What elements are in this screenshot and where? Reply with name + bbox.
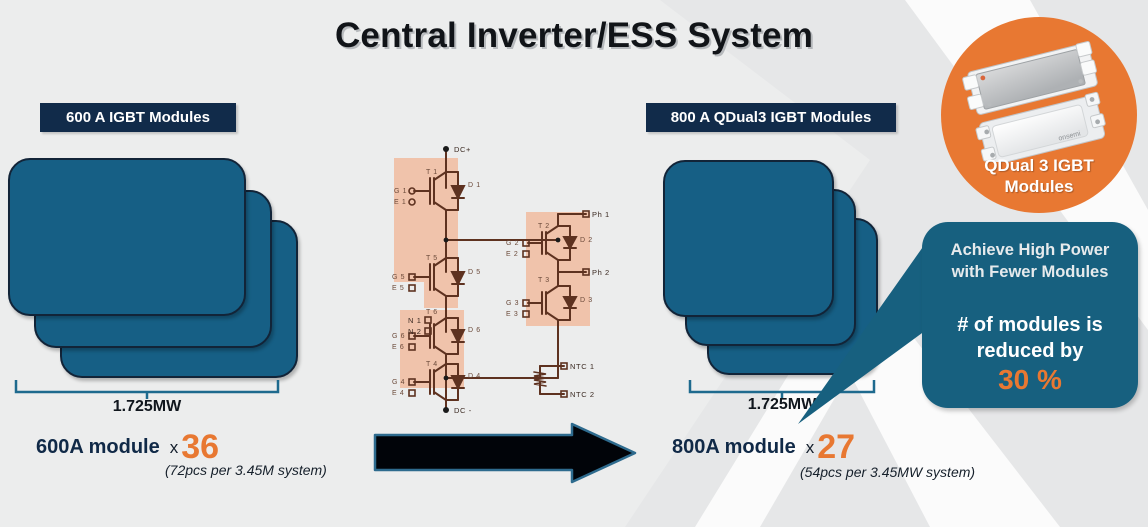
terminal-n1: N 1 <box>408 316 421 325</box>
callout-body: # of modules is reduced by <box>922 312 1138 364</box>
subnote-left: (72pcs per 3.45M system) <box>165 462 327 478</box>
transition-arrow <box>373 422 637 484</box>
svg-text:D 6: D 6 <box>468 327 481 334</box>
callout-body-line2: reduced by <box>976 340 1084 362</box>
svg-text:E 4: E 4 <box>392 390 404 397</box>
module-count-left: 600A module x36 <box>36 428 219 467</box>
svg-text:T 1: T 1 <box>426 169 438 176</box>
terminal-ph1: Ph 1 <box>592 210 610 219</box>
svg-text:G 5: G 5 <box>392 274 405 281</box>
badge-800a-qdual3-modules: 800 A QDual3 IGBT Modules <box>646 103 896 132</box>
svg-text:T 4: T 4 <box>426 361 438 368</box>
module-name-right: 800A module <box>672 436 796 458</box>
product-caption-line2: Modules <box>1004 177 1074 196</box>
svg-text:T 5: T 5 <box>426 255 438 262</box>
module-name-left: 600A module <box>36 436 160 458</box>
multiplier-symbol-right: x <box>805 437 815 457</box>
qdual3-module-photo: onsemi <box>962 41 1106 162</box>
dimension-label-left: 1.725MW <box>112 398 182 415</box>
terminal-dc-plus: DC+ <box>454 145 471 154</box>
product-caption-line1: QDual 3 IGBT <box>984 156 1094 175</box>
subnote-right: (54pcs per 3.45MW system) <box>800 464 976 480</box>
module-count-right: 800A module x27 <box>672 428 855 467</box>
svg-text:D 3: D 3 <box>580 297 593 304</box>
terminal-ntc1: NTC 1 <box>570 362 595 371</box>
svg-text:D 5: D 5 <box>468 269 481 276</box>
terminal-ntc2: NTC 2 <box>570 390 595 399</box>
svg-text:D 4: D 4 <box>468 373 481 380</box>
badge-600a-modules: 600 A IGBT Modules <box>40 103 236 132</box>
svg-text:G 2: G 2 <box>506 240 519 247</box>
svg-text:E 6: E 6 <box>392 344 404 351</box>
svg-text:T 6: T 6 <box>426 309 438 316</box>
svg-text:G 3: G 3 <box>506 300 519 307</box>
module-stack-600a <box>8 158 298 378</box>
svg-text:E 3: E 3 <box>506 311 518 318</box>
module-count-value-right: 27 <box>817 428 856 466</box>
multiplier-symbol-left: x <box>169 437 179 457</box>
callout-heading: Achieve High Power with Fewer Modules <box>922 239 1138 283</box>
svg-text:G 4: G 4 <box>392 379 405 386</box>
svg-text:T 2: T 2 <box>538 223 550 230</box>
module-count-value-left: 36 <box>181 428 220 466</box>
callout-heading-line2: with Fewer Modules <box>951 263 1109 281</box>
svg-text:D 1: D 1 <box>468 182 481 189</box>
callout-percent: 30 % <box>998 364 1062 395</box>
callout-heading-line1: Achieve High Power <box>950 241 1110 259</box>
svg-text:G 6: G 6 <box>392 333 405 340</box>
svg-text:E 2: E 2 <box>506 251 518 258</box>
svg-text:D 2: D 2 <box>580 237 593 244</box>
svg-text:E 5: E 5 <box>392 285 404 292</box>
dimension-bracket-left <box>14 380 280 399</box>
svg-text:G 1: G 1 <box>394 188 407 195</box>
terminal-ph2: Ph 2 <box>592 268 610 277</box>
product-circle-caption: QDual 3 IGBT Modules <box>941 155 1137 197</box>
terminal-n2: N 2 <box>408 327 421 336</box>
igbt-circuit-diagram: T 1 D 1 G 1 E 1 T 5 D 5 G 5 E 5 T 6 D 6 G 6 E … <box>392 145 610 415</box>
module-card <box>8 158 246 316</box>
svg-text:E 1: E 1 <box>394 199 406 206</box>
svg-text:T 3: T 3 <box>538 277 550 284</box>
callout-body-line1: # of modules is <box>957 314 1103 336</box>
terminal-dc-minus: DC - <box>454 406 472 415</box>
